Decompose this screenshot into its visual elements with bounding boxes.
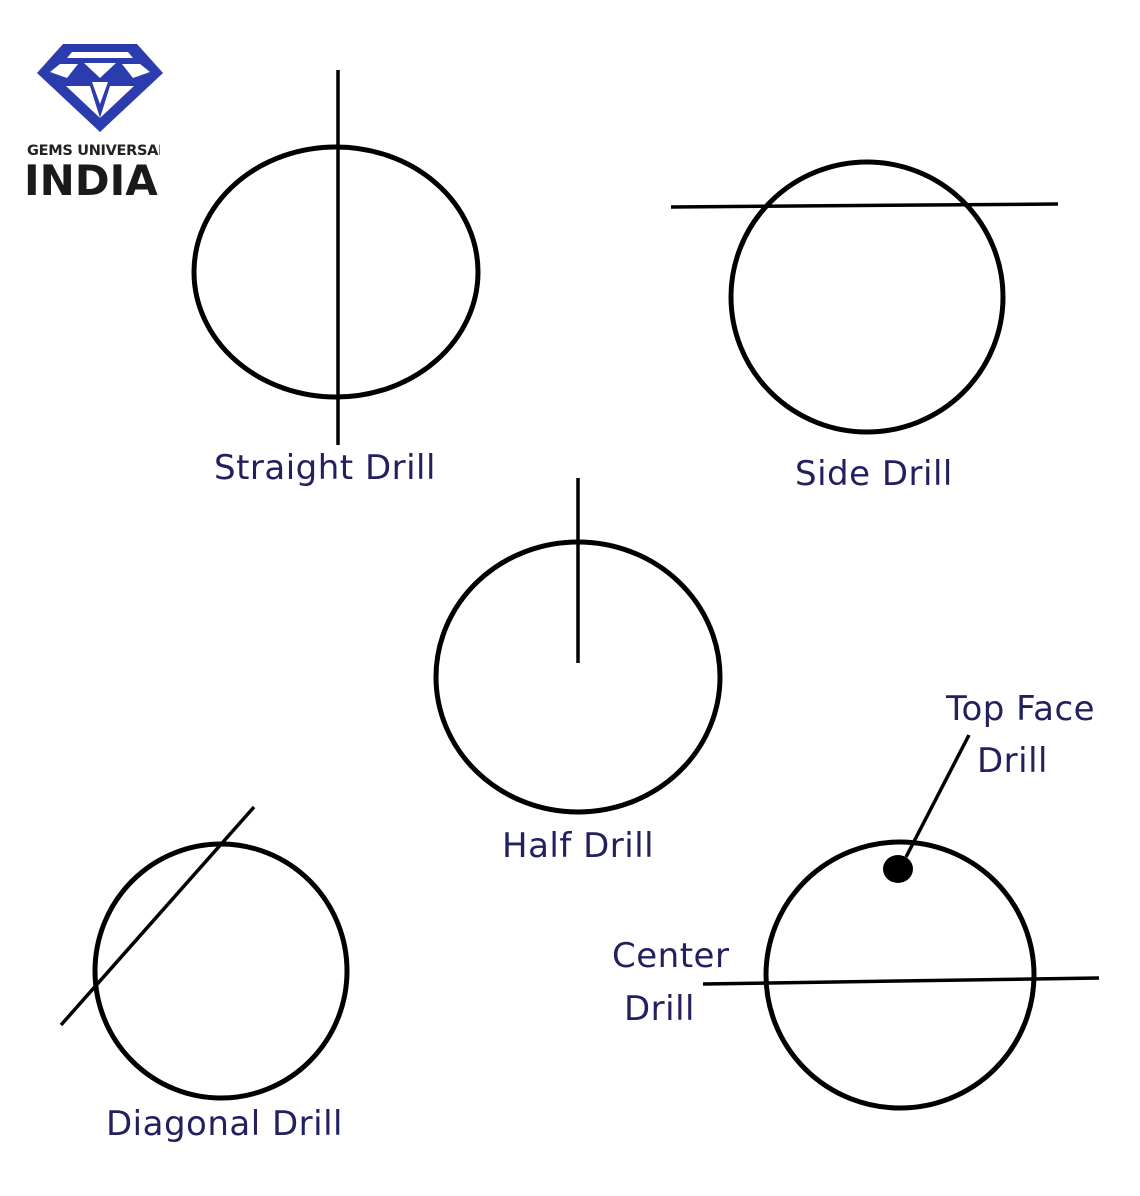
top-face-drill-label-line2: Drill <box>977 741 1048 781</box>
straight-drill-stone <box>191 144 481 400</box>
center-drill-stone <box>763 839 1037 1111</box>
side-drill-stone <box>728 159 1006 435</box>
half-drill-figure <box>433 478 723 815</box>
logo-name: INDIA <box>24 156 158 205</box>
center-drill-label-line1: Center <box>612 936 730 976</box>
top-face-drill-label-line1: Top Face <box>946 689 1096 729</box>
diagonal-drill-hole-line <box>59 805 256 1027</box>
side-drill-figure <box>670 159 1059 435</box>
side-drill-label: Side Drill <box>795 454 953 494</box>
diagonal-drill-figure <box>59 805 350 1101</box>
center-drill-hole-line <box>702 976 1100 986</box>
straight-drill-label: Straight Drill <box>214 448 436 488</box>
straight-drill-figure <box>191 70 481 445</box>
half-drill-label: Half Drill <box>502 826 655 866</box>
center-topface-drill-figure <box>702 734 1100 1111</box>
top-face-pointer-line <box>904 734 971 858</box>
side-drill-hole-line <box>670 202 1059 209</box>
diagonal-drill-stone <box>92 841 350 1101</box>
diamond-icon <box>37 44 163 132</box>
diagonal-drill-label: Diagonal Drill <box>106 1104 343 1144</box>
top-face-drill-hole <box>883 855 913 883</box>
logo-tagline: GEMS UNIVERSAL <box>27 143 160 159</box>
center-drill-label-line2: Drill <box>624 989 695 1029</box>
